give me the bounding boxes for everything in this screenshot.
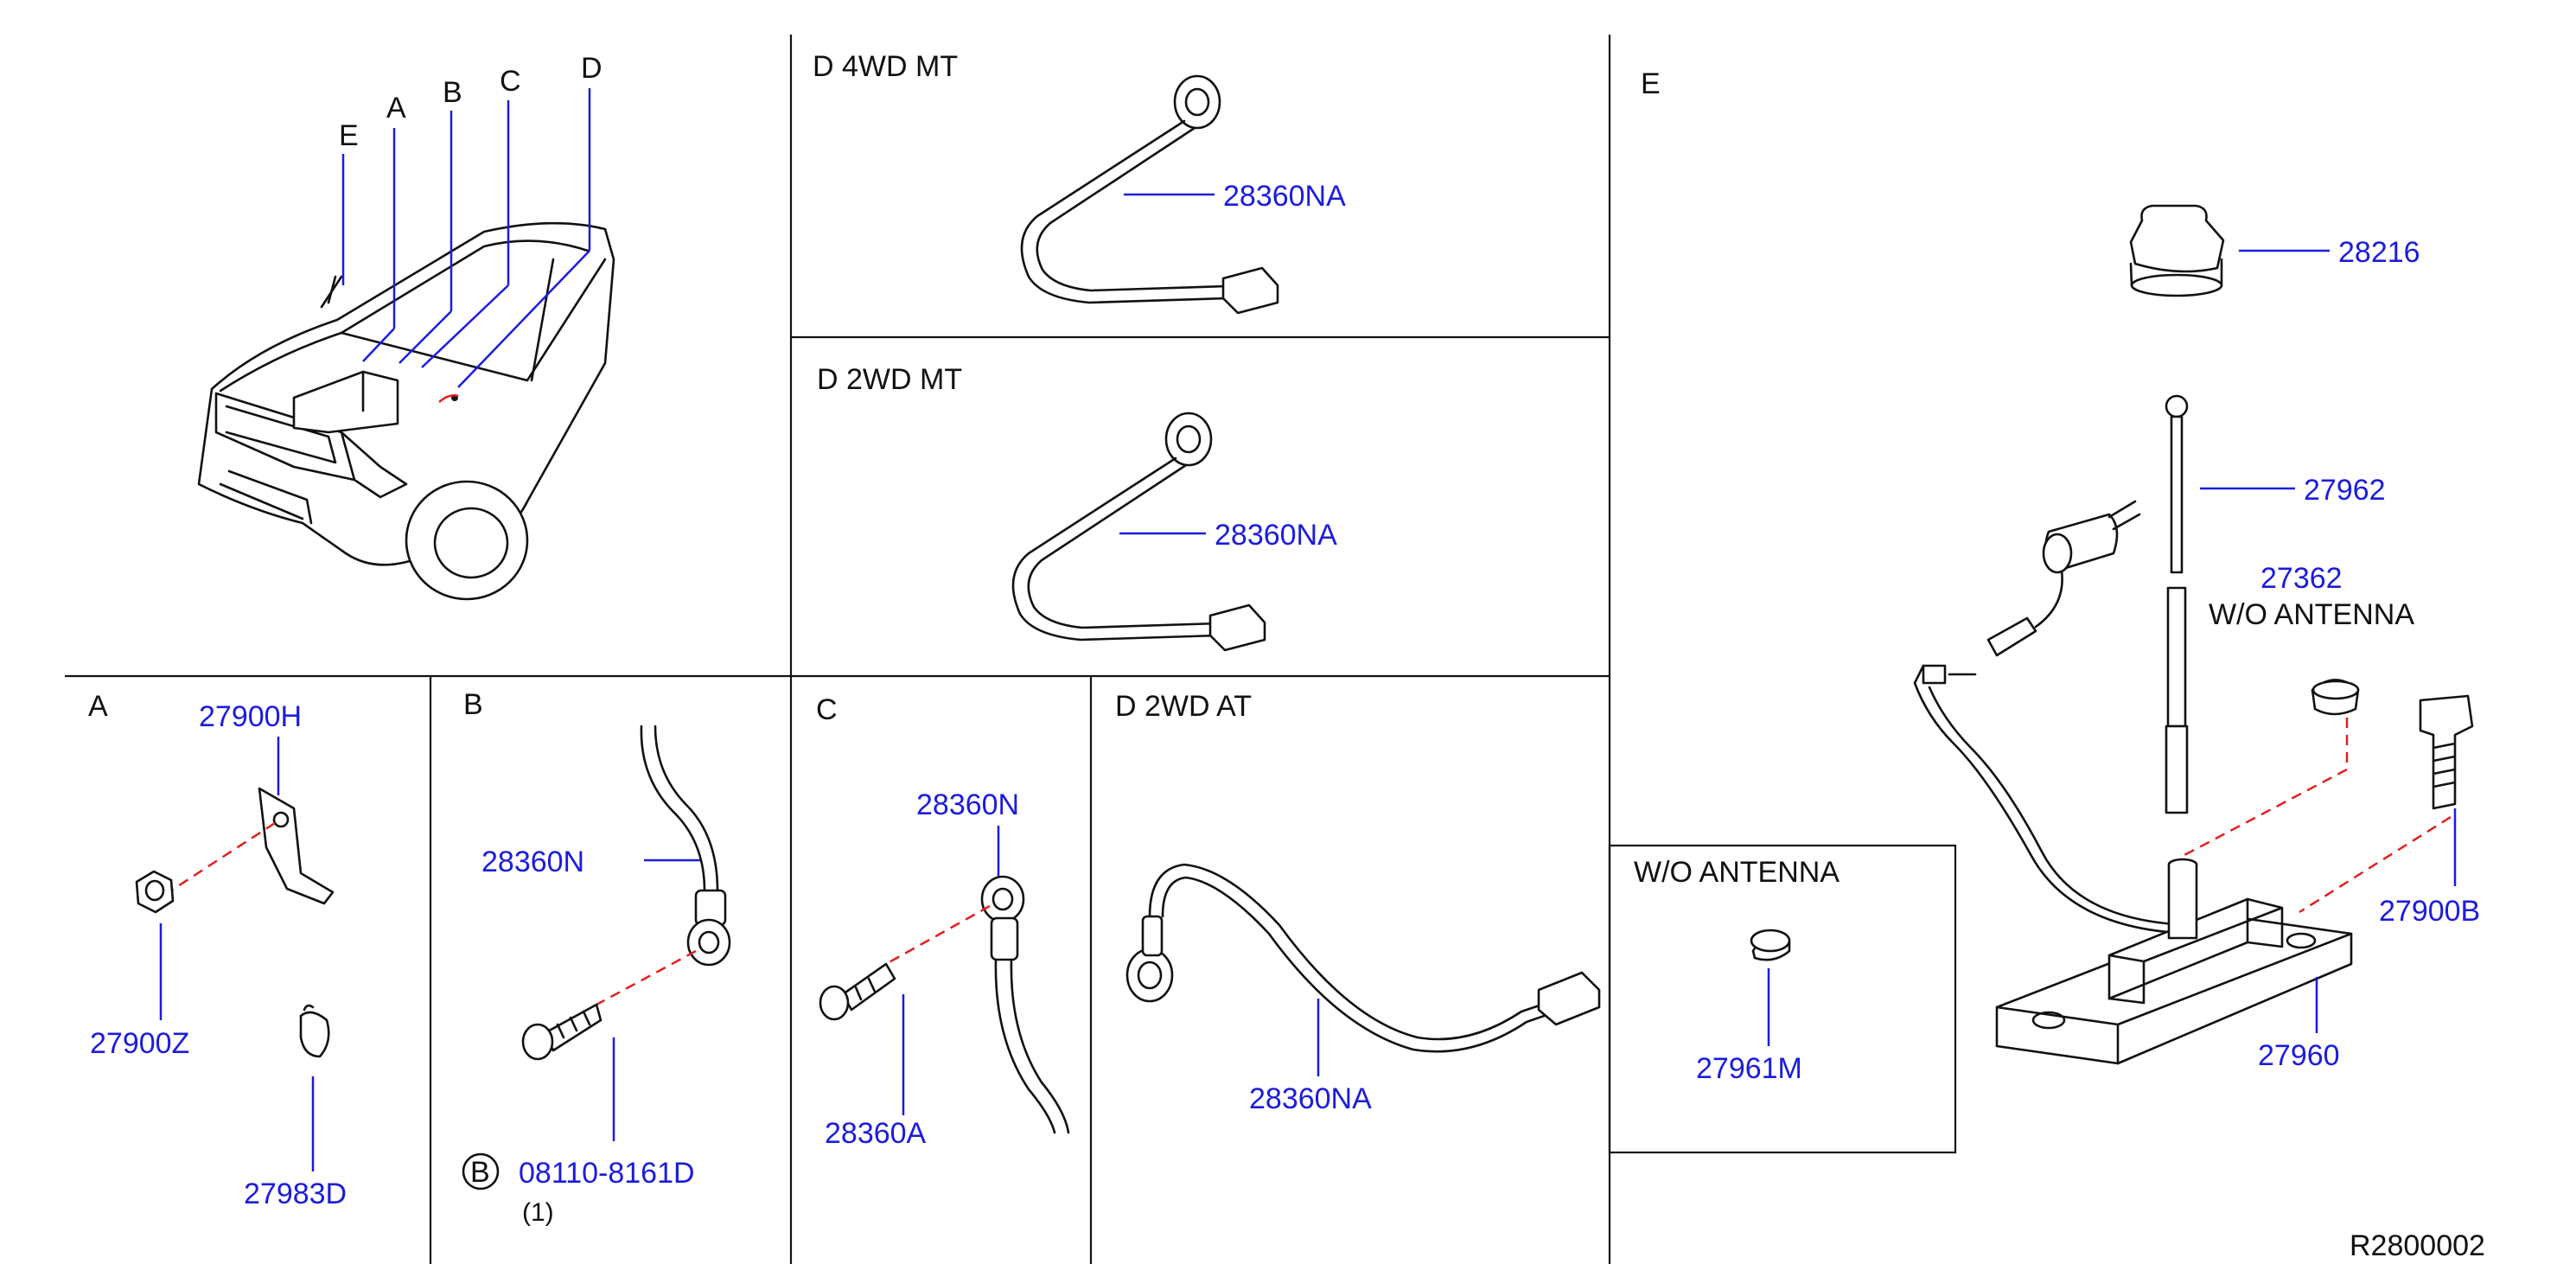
callout-c: C	[500, 65, 521, 98]
panel-b: B 28360N B 08110-8161D (1)	[462, 688, 731, 1227]
panel-d-2wd-mt: D 2WD MT 28360NA	[817, 363, 1337, 652]
part-28360a: 28360A	[825, 1117, 927, 1150]
part-28360na-2wd-mt: 28360NA	[1215, 519, 1337, 552]
part-27960: 27960	[2258, 1039, 2340, 1072]
part-28360na-4wd: 28360NA	[1223, 180, 1346, 213]
part-27900z: 27900Z	[90, 1027, 189, 1060]
panel-c: C 28360N 28360A	[816, 693, 1070, 1150]
panel-e-title: E	[1641, 67, 1661, 100]
callout-e: E	[339, 119, 359, 152]
part-28216: 28216	[2338, 236, 2420, 269]
vehicle-illustration	[197, 221, 615, 601]
callout-a: A	[386, 92, 406, 124]
part-28360na-2wd-at: 28360NA	[1249, 1082, 1372, 1115]
panel-d-4wd-mt-title: D 4WD MT	[813, 50, 958, 83]
panel-wo-antenna: W/O ANTENNA 27961M	[1634, 856, 1840, 1085]
symbol-b-circle	[462, 1152, 500, 1190]
panel-dividers	[65, 35, 1957, 1264]
part-27900h: 27900H	[199, 700, 302, 733]
panel-a: A 27900H 27900Z 27983D	[88, 690, 347, 1210]
panel-d-2wd-at: D 2WD AT 28360NA	[1115, 690, 1601, 1115]
callout-d: D	[581, 52, 603, 85]
panel-a-title: A	[88, 690, 108, 723]
part-27962: 27962	[2304, 474, 2386, 507]
panel-d-2wd-mt-title: D 2WD MT	[817, 363, 962, 396]
wo-antenna-title: W/O ANTENNA	[1634, 856, 1840, 889]
part-27983d: 27983D	[244, 1178, 347, 1210]
vehicle-callouts: E A B C D	[339, 52, 603, 388]
wo-antenna-note-e: W/O ANTENNA	[2209, 598, 2414, 631]
panel-c-title: C	[816, 693, 838, 726]
diagram-code: R2800002	[2350, 1229, 2485, 1262]
screw-symbol: B	[470, 1156, 490, 1189]
part-27961m: 27961M	[1696, 1052, 1802, 1085]
part-08110-8161d: 08110-8161D	[519, 1157, 695, 1190]
panel-d-4wd-mt: D 4WD MT 28360NA	[813, 50, 1346, 315]
panel-b-title: B	[463, 688, 483, 721]
part-28360n-b: 28360N	[481, 846, 584, 878]
panel-e: E 28216 27962 27362 W/O ANTENNA	[1641, 67, 2480, 1072]
part-27900b: 27900B	[2379, 895, 2480, 928]
screw-quantity: (1)	[522, 1198, 554, 1227]
part-28360n-c: 28360N	[916, 788, 1019, 821]
panel-d-2wd-at-title: D 2WD AT	[1115, 690, 1252, 723]
callout-b: B	[443, 76, 462, 109]
part-27362: 27362	[2260, 562, 2343, 595]
